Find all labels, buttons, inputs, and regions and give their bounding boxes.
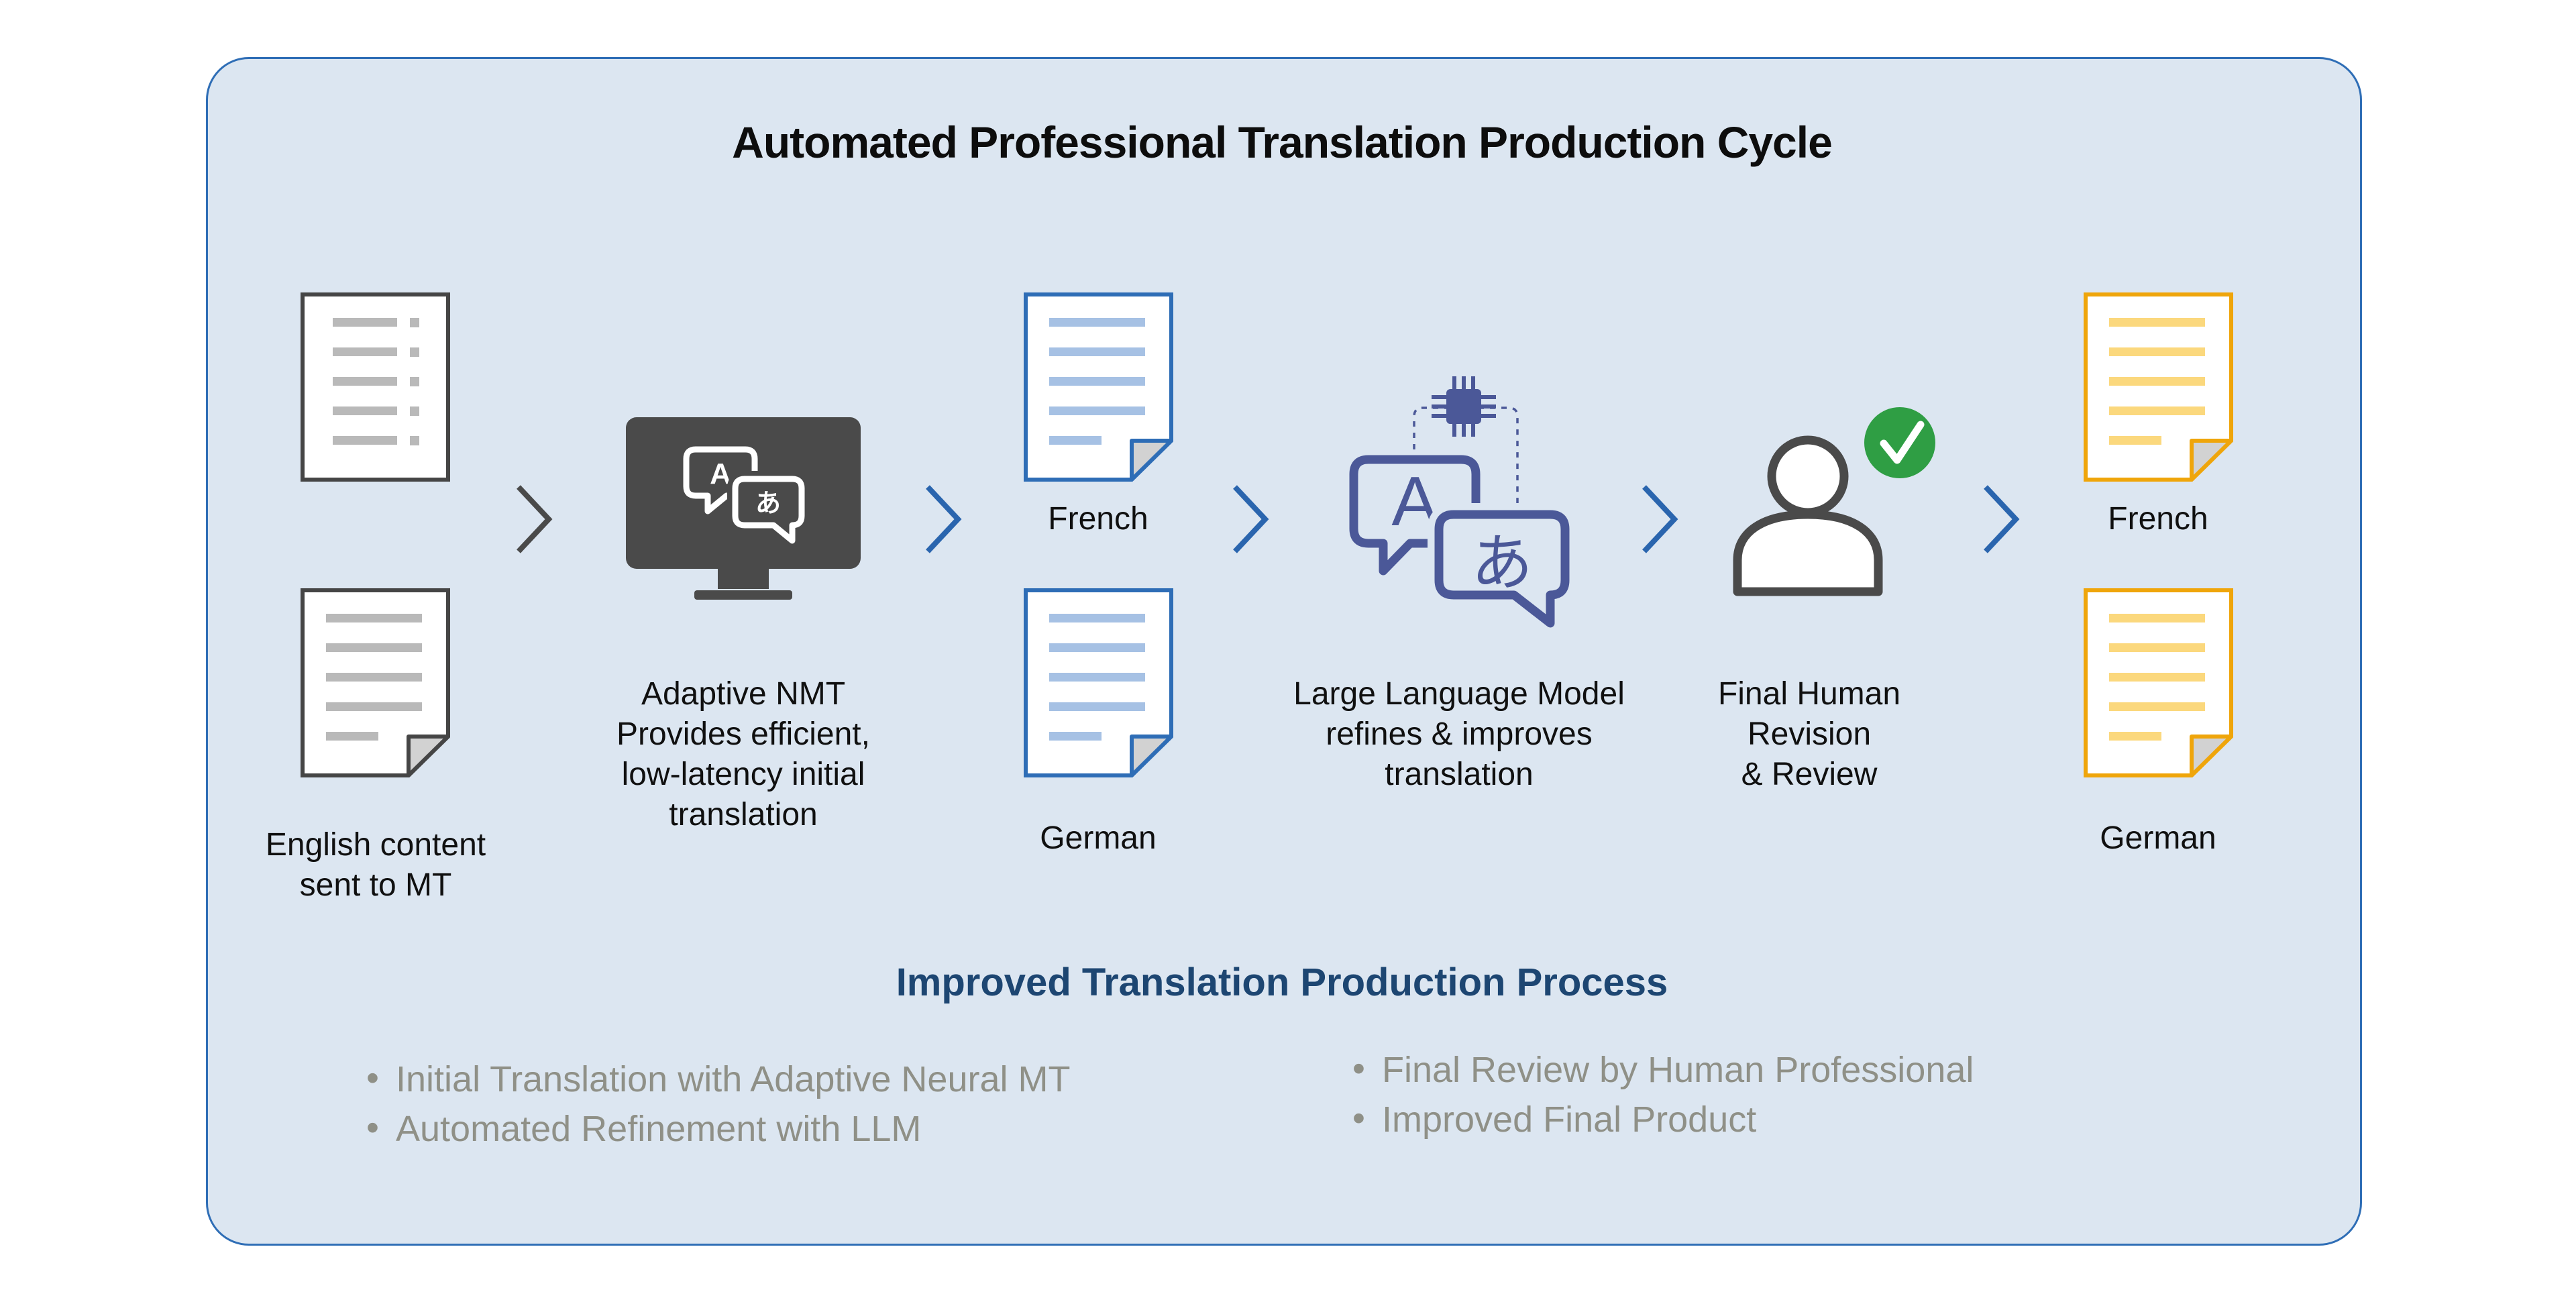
llm-translate-icon: A あ bbox=[1349, 376, 1573, 634]
german-mt-document-icon bbox=[1024, 588, 1173, 777]
source-label: English content sent to MT bbox=[265, 827, 486, 903]
approved-check-icon bbox=[1864, 407, 1935, 478]
french-final-document-icon bbox=[2084, 292, 2233, 482]
final-doc-french-label: French bbox=[2108, 501, 2208, 537]
human-review-label: Final Human Revision & Review bbox=[1717, 676, 1901, 792]
list-item: Improved Final Product bbox=[1348, 1093, 1974, 1144]
list-item: Automated Refinement with LLM bbox=[362, 1103, 1070, 1154]
flow-arrow-icon bbox=[1233, 485, 1269, 553]
human-reviewer-icon bbox=[1733, 407, 1935, 596]
chip-icon bbox=[1432, 376, 1496, 437]
list-item: Initial Translation with Adaptive Neural… bbox=[362, 1053, 1070, 1104]
nmt-label: Adaptive NMT Provides efficient, low-lat… bbox=[616, 676, 870, 832]
flow-arrow-icon bbox=[517, 485, 553, 553]
german-final-document-icon bbox=[2084, 588, 2233, 777]
flow-arrow-icon bbox=[1984, 485, 2020, 553]
mt-doc-french-label: French bbox=[1048, 501, 1148, 537]
summary-list-left: Initial Translation with Adaptive Neural… bbox=[362, 1053, 1070, 1154]
diagram-title: Automated Professional Translation Produ… bbox=[732, 117, 1833, 167]
llm-label: Large Language Model refines & improves … bbox=[1293, 676, 1625, 792]
summary-list-right: Final Review by Human Professional Impro… bbox=[1348, 1044, 1974, 1144]
list-item: Final Review by Human Professional bbox=[1348, 1044, 1974, 1095]
diagram-panel bbox=[206, 57, 2362, 1246]
summary-heading: Improved Translation Production Process bbox=[896, 961, 1668, 1004]
mt-doc-german-label: German bbox=[1040, 820, 1157, 856]
flow-arrow-icon bbox=[926, 485, 962, 553]
nmt-monitor-icon: A あ bbox=[626, 417, 861, 600]
final-doc-german-label: German bbox=[2100, 820, 2216, 856]
english-document-page-icon bbox=[301, 588, 450, 777]
kana-letter-glyph: あ bbox=[755, 490, 781, 518]
french-mt-document-icon bbox=[1024, 292, 1173, 482]
english-document-icon bbox=[301, 292, 450, 482]
kana-letter-glyph: あ bbox=[1471, 529, 1533, 598]
flow-arrow-icon bbox=[1642, 485, 1678, 553]
